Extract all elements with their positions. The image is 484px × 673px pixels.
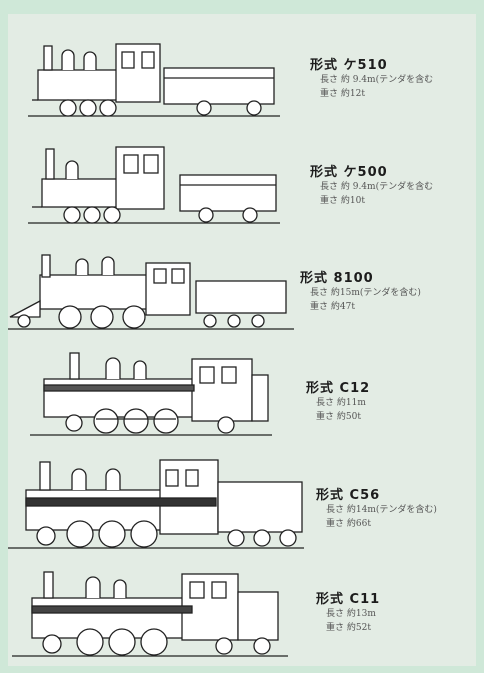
weight-spec: 重さ 約50t: [316, 412, 361, 422]
weight-spec: 重さ 約66t: [326, 519, 371, 529]
locomotive-caption-5: 形式 C56 長さ 約14m(テンダを含む) 重さ 約66t: [316, 484, 437, 531]
locomotive-drawing-8100: [6, 245, 296, 335]
length-spec: 長さ 約13m: [326, 609, 376, 619]
length-spec: 長さ 約11m: [316, 398, 366, 408]
model-name: 形式 ケ500: [310, 165, 388, 180]
locomotive-caption-2: 形式 ケ500 長さ 約 9.4m(テンダを含む 重さ 約10t: [310, 161, 433, 208]
locomotive-chart-panel: [8, 14, 476, 666]
length-spec: 長さ 約 9.4m(テンダを含む: [320, 182, 434, 192]
length-spec: 長さ 約15m(テンダを含む): [310, 288, 421, 298]
model-name: 形式 8100: [300, 271, 374, 286]
model-name: 形式 C11: [316, 592, 381, 607]
model-name: 形式 ケ510: [310, 58, 388, 73]
model-name: 形式 C56: [316, 488, 381, 503]
weight-spec: 重さ 約10t: [320, 196, 365, 206]
locomotive-caption-3: 形式 8100 長さ 約15m(テンダを含む) 重さ 約47t: [300, 267, 421, 314]
locomotive-drawing-c12: [26, 345, 276, 441]
length-spec: 長さ 約14m(テンダを含む): [326, 505, 437, 515]
locomotive-caption-1: 形式 ケ510 長さ 約 9.4m(テンダを含む 重さ 約12t: [310, 54, 433, 101]
weight-spec: 重さ 約47t: [310, 302, 355, 312]
locomotive-drawing-c11: [10, 562, 290, 662]
locomotive-caption-4: 形式 C12 長さ 約11m 重さ 約50t: [306, 377, 370, 424]
locomotive-drawing-c56: [6, 454, 306, 554]
locomotive-drawing-ke500: [24, 135, 284, 231]
weight-spec: 重さ 約52t: [326, 623, 371, 633]
model-name: 形式 C12: [306, 381, 371, 396]
weight-spec: 重さ 約12t: [320, 89, 365, 99]
locomotive-caption-6: 形式 C11 長さ 約13m 重さ 約52t: [316, 588, 380, 635]
length-spec: 長さ 約 9.4m(テンダを含む: [320, 75, 434, 85]
locomotive-drawing-ke510: [24, 28, 284, 124]
